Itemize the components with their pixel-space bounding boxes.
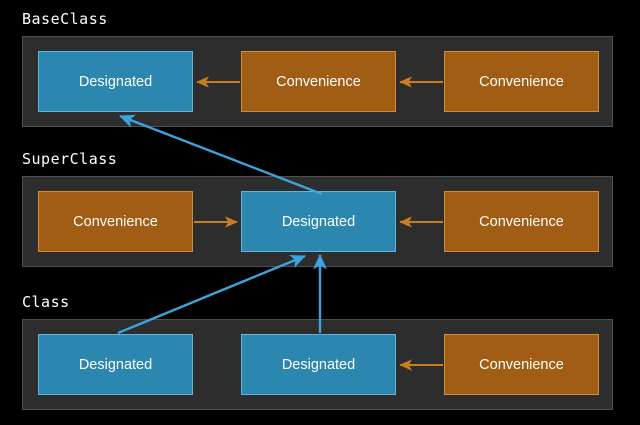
group-title-baseclass: BaseClass <box>22 10 108 28</box>
node-class-designated-2[interactable]: Designated <box>241 334 396 395</box>
node-base-convenience-1[interactable]: Convenience <box>241 51 396 112</box>
group-title-class: Class <box>22 293 70 311</box>
node-base-designated[interactable]: Designated <box>38 51 193 112</box>
node-label: Designated <box>281 213 356 230</box>
node-class-designated-1[interactable]: Designated <box>38 334 193 395</box>
node-label: Convenience <box>479 213 564 230</box>
node-super-designated[interactable]: Designated <box>241 191 396 252</box>
node-label: Designated <box>281 356 356 373</box>
node-super-convenience-2[interactable]: Convenience <box>444 191 599 252</box>
node-super-convenience-1[interactable]: Convenience <box>38 191 193 252</box>
node-label: Convenience <box>276 73 361 90</box>
node-label: Designated <box>78 356 153 373</box>
node-label: Convenience <box>73 213 158 230</box>
node-label: Designated <box>78 73 153 90</box>
node-class-convenience[interactable]: Convenience <box>444 334 599 395</box>
node-label: Convenience <box>479 356 564 373</box>
node-base-convenience-2[interactable]: Convenience <box>444 51 599 112</box>
group-title-superclass: SuperClass <box>22 150 118 168</box>
node-label: Convenience <box>479 73 564 90</box>
